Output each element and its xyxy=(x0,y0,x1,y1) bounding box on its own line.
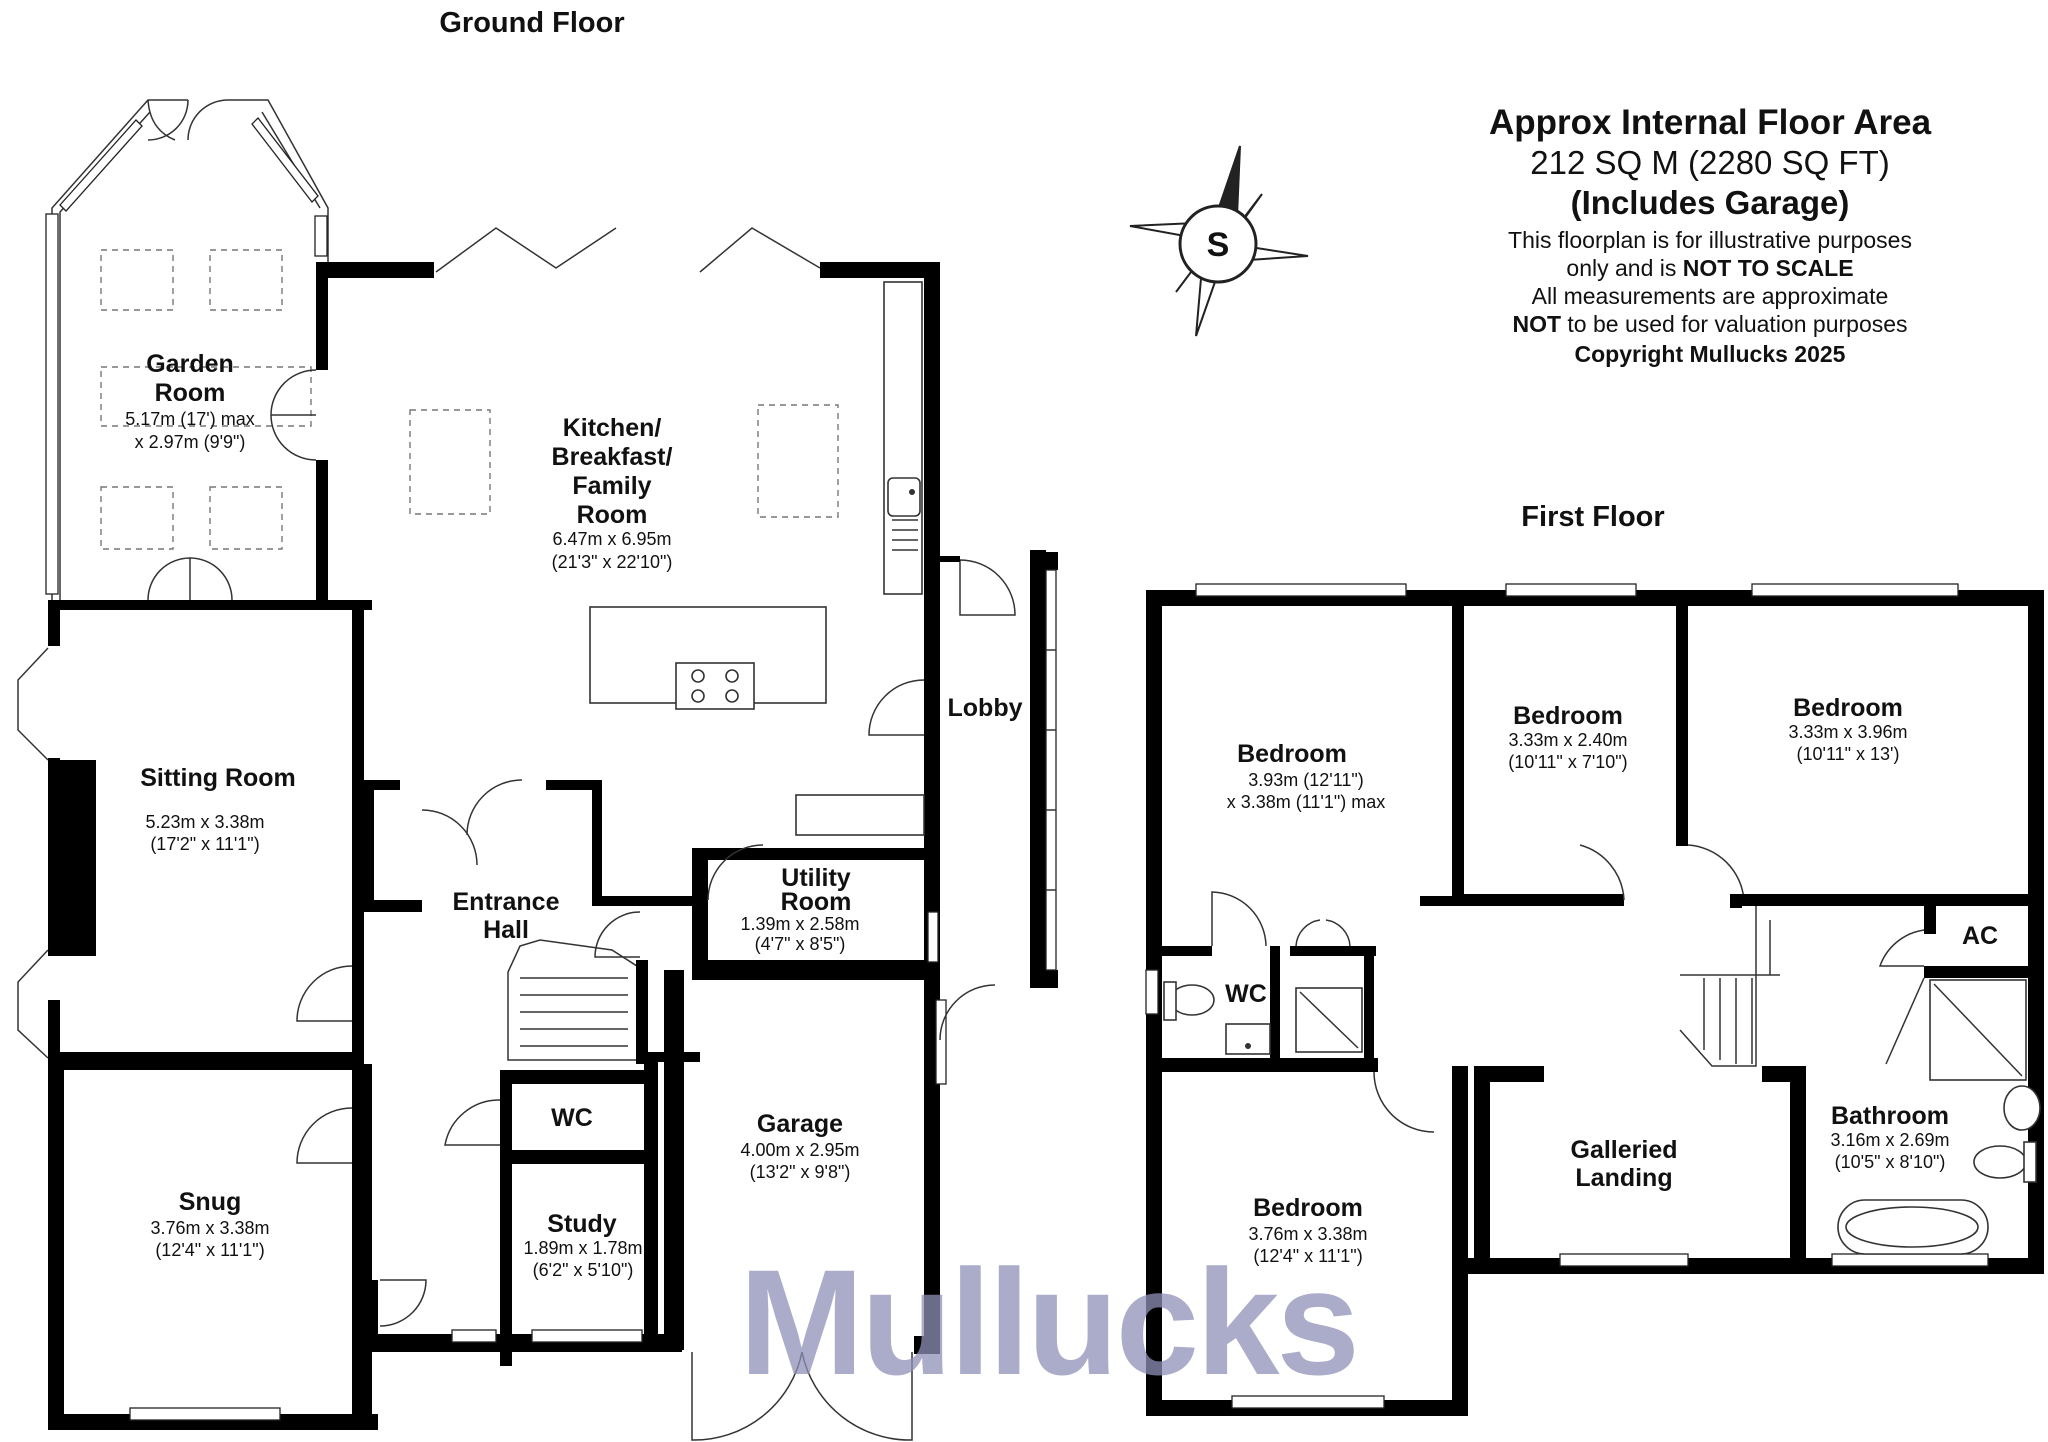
room-dimensions: 5.17m (17') max xyxy=(125,409,254,429)
room-dimensions: 3.76m x 3.38m xyxy=(1248,1224,1367,1244)
first-floor-title: First Floor xyxy=(1521,501,1664,533)
room-name-line: Hall xyxy=(483,916,529,944)
room-name-line: WC xyxy=(551,1104,593,1132)
room-snug: Snug 3.76m x 3.38m (12'4" x 11'1") xyxy=(150,1188,269,1260)
room-name-line: Garden xyxy=(146,350,234,378)
room-name-line: Kitchen/ xyxy=(563,414,662,442)
room-dimensions: x 3.38m (11'1") max xyxy=(1227,792,1386,812)
info-disclaimer: NOT to be used for valuation purposes xyxy=(1512,311,1907,337)
room-name-line: Landing xyxy=(1575,1164,1672,1192)
room-name-line: Bathroom xyxy=(1831,1102,1949,1130)
room-galleried-landing: Galleried Landing xyxy=(1571,1136,1678,1192)
room-dimensions: x 2.97m (9'9") xyxy=(135,432,246,452)
garden-room-walls xyxy=(45,99,329,601)
room-name-line: Study xyxy=(547,1210,617,1238)
room-garden-room: Garden Room 5.17m (17') max x 2.97m (9'9… xyxy=(125,350,254,452)
room-bedroom-3: Bedroom 3.33m x 3.96m (10'11" x 13') xyxy=(1788,694,1907,764)
room-name-line: Room xyxy=(781,888,852,916)
room-dimensions: 3.76m x 3.38m xyxy=(150,1218,269,1238)
room-name-line: Snug xyxy=(179,1188,242,1216)
room-name-line: Lobby xyxy=(948,694,1023,722)
room-dimensions: 4.00m x 2.95m xyxy=(740,1140,859,1160)
first-floor-labels: Bedroom 3.93m (12'11") x 3.38m (11'1") m… xyxy=(1225,694,1998,1266)
floor-area-info: Approx Internal Floor Area 212 SQ M (228… xyxy=(1489,103,1932,367)
room-name-line: AC xyxy=(1962,922,1998,950)
room-name-line: Bedroom xyxy=(1513,702,1623,730)
watermark-logo: Mullucks xyxy=(739,1238,1357,1406)
room-dimensions: (12'4" x 11'1") xyxy=(155,1240,264,1260)
info-copyright: Copyright Mullucks 2025 xyxy=(1575,341,1846,367)
info-disclaimer-part: only and is xyxy=(1566,255,1682,281)
room-entrance-hall: Entrance Hall xyxy=(453,888,560,944)
room-dimensions: (12'4" x 11'1") xyxy=(1253,1246,1362,1266)
ground-floor-labels: Garden Room 5.17m (17') max x 2.97m (9'9… xyxy=(125,350,1022,1280)
info-disclaimer: This floorplan is for illustrative purpo… xyxy=(1508,227,1912,253)
room-bathroom: Bathroom 3.16m x 2.69m (10'5" x 8'10") xyxy=(1830,1102,1949,1172)
ground-floor-title: Ground Floor xyxy=(439,7,624,39)
room-wc-first: WC xyxy=(1225,980,1267,1008)
info-not-to-scale: NOT TO SCALE xyxy=(1683,255,1854,281)
info-not-emphasis: NOT xyxy=(1512,311,1561,337)
room-dimensions: 1.39m x 2.58m xyxy=(740,914,859,934)
room-dimensions: 3.93m (12'11") xyxy=(1248,770,1364,790)
info-garage-note: (Includes Garage) xyxy=(1571,184,1850,221)
room-name-line: Bedroom xyxy=(1237,740,1347,768)
first-floor-plan: First Floor xyxy=(1145,501,2044,1416)
room-dimensions: (17'2" x 11'1") xyxy=(150,834,259,854)
room-name-line: Entrance xyxy=(453,888,560,916)
room-name-line: WC xyxy=(1225,980,1267,1008)
room-dimensions: (13'2" x 9'8") xyxy=(750,1162,851,1182)
room-name-line: Bedroom xyxy=(1253,1194,1363,1222)
room-name-line: Bedroom xyxy=(1793,694,1903,722)
room-bedroom-2: Bedroom 3.33m x 2.40m (10'11" x 7'10") xyxy=(1508,702,1627,772)
first-floor-walls xyxy=(1145,583,2044,1416)
room-lobby: Lobby xyxy=(948,694,1023,722)
room-dimensions: (10'11" x 7'10") xyxy=(1508,752,1627,772)
room-sitting-room: Sitting Room 5.23m x 3.38m (17'2" x 11'1… xyxy=(140,764,296,854)
info-disclaimer: only and is NOT TO SCALE xyxy=(1566,255,1853,281)
info-heading: Approx Internal Floor Area xyxy=(1489,103,1932,142)
room-dimensions: (6'2" x 5'10") xyxy=(533,1260,634,1280)
room-dimensions: 3.33m x 3.96m xyxy=(1788,722,1907,742)
room-study: Study 1.89m x 1.78m (6'2" x 5'10") xyxy=(523,1210,642,1280)
room-name-line: Garage xyxy=(757,1110,843,1138)
info-disclaimer-part: to be used for valuation purposes xyxy=(1561,311,1908,337)
ground-floor-walls xyxy=(17,227,1058,1441)
room-dimensions: (10'11" x 13') xyxy=(1797,744,1900,764)
room-wc-ground: WC xyxy=(551,1104,593,1132)
info-disclaimer: All measurements are approximate xyxy=(1532,283,1889,309)
room-utility-room: Utility Room 1.39m x 2.58m (4'7" x 8'5") xyxy=(740,864,859,954)
compass-rose: S xyxy=(1129,145,1309,337)
room-dimensions: (10'5" x 8'10") xyxy=(1835,1152,1946,1172)
room-garage: Garage 4.00m x 2.95m (13'2" x 9'8") xyxy=(740,1110,859,1182)
ground-floor-plan: Ground Floor xyxy=(17,7,1058,1441)
room-name-line: Galleried xyxy=(1571,1136,1678,1164)
room-name-line: Family xyxy=(572,472,651,500)
room-name-line: Sitting Room xyxy=(140,764,296,792)
compass-label: S xyxy=(1207,226,1230,264)
room-dimensions: (21'3" x 22'10") xyxy=(552,552,673,572)
room-bedroom-4: Bedroom 3.76m x 3.38m (12'4" x 11'1") xyxy=(1248,1194,1367,1266)
room-dimensions: 3.16m x 2.69m xyxy=(1830,1130,1949,1150)
room-name-line: Room xyxy=(577,501,648,529)
room-dimensions: (4'7" x 8'5") xyxy=(755,934,846,954)
room-name-line: Room xyxy=(155,379,226,407)
room-name-line: Breakfast/ xyxy=(552,443,673,471)
room-dimensions: 6.47m x 6.95m xyxy=(552,529,671,549)
room-dimensions: 1.89m x 1.78m xyxy=(523,1238,642,1258)
room-bedroom-1: Bedroom 3.93m (12'11") x 3.38m (11'1") m… xyxy=(1227,740,1386,812)
room-kitchen: Kitchen/ Breakfast/ Family Room 6.47m x … xyxy=(552,414,673,572)
room-ac: AC xyxy=(1962,922,1998,950)
room-name-line: Utility xyxy=(781,864,851,892)
room-dimensions: 3.33m x 2.40m xyxy=(1508,730,1627,750)
room-dimensions: 5.23m x 3.38m xyxy=(145,812,264,832)
info-area: 212 SQ M (2280 SQ FT) xyxy=(1530,144,1889,181)
